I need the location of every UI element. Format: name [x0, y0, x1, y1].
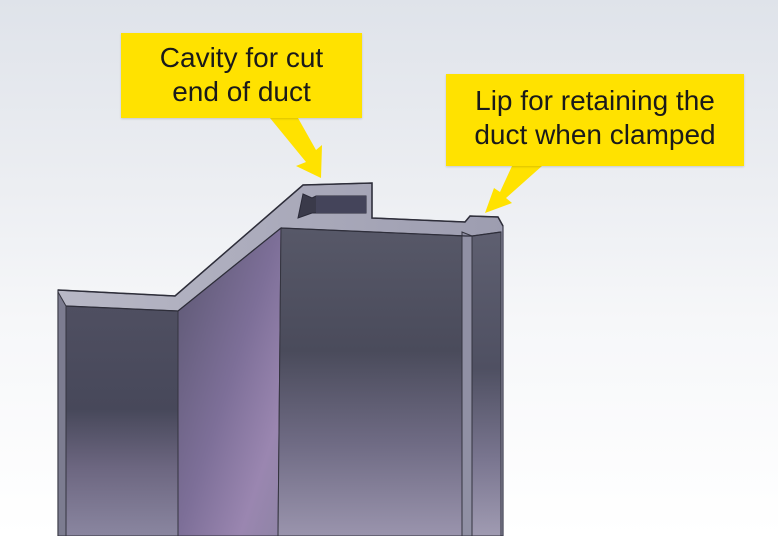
callout-lip-label: Lip for retaining the duct when clamped: [446, 74, 744, 166]
sloped-face: [177, 226, 282, 536]
callout-lip-line-2: duct when clamped: [474, 119, 716, 150]
rim-outline: [57, 182, 504, 297]
callout-arrow-cavity: [270, 118, 322, 178]
callout-cavity-line-1: Cavity for cut: [159, 42, 324, 73]
left-face: [65, 305, 179, 536]
inner-rim-outline: [65, 227, 502, 312]
callout-lip-line-1: Lip for retaining the: [475, 85, 715, 116]
main-face: [277, 227, 467, 536]
callout-arrow-lip: [485, 166, 542, 213]
callout-cavity-label: Cavity for cut end of duct: [121, 33, 362, 118]
right-face: [471, 231, 502, 536]
lip-edge-strip: [461, 231, 473, 536]
cavity-inner-wall: [316, 196, 366, 213]
callout-cavity-line-2: end of duct: [172, 76, 311, 107]
left-edge-strip: [57, 290, 67, 536]
